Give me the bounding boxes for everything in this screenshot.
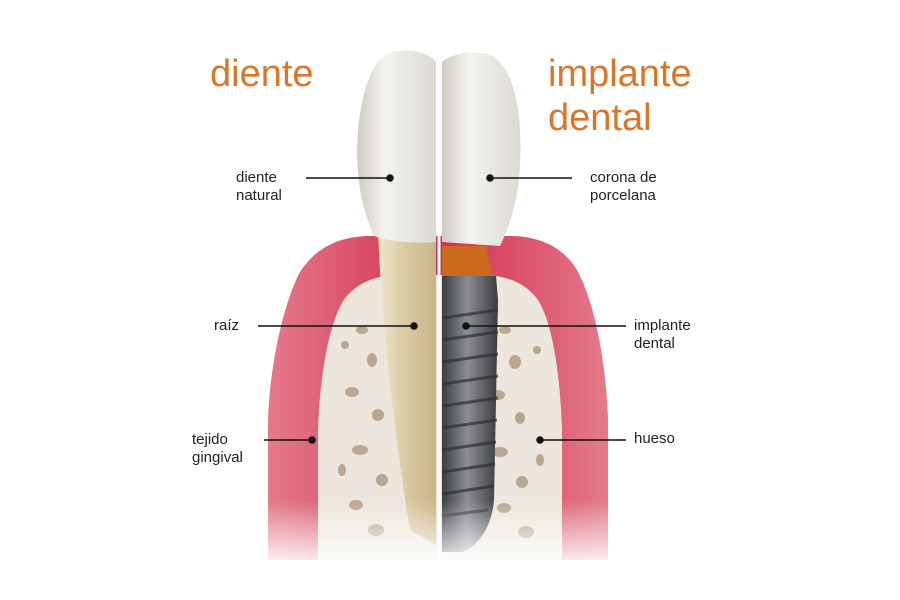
label-dental-implant-line1: implante xyxy=(634,317,691,334)
label-porcelain-crown-line1: corona de xyxy=(590,169,657,186)
title-dental-implant-line1: implante xyxy=(548,53,692,95)
label-natural-tooth-line1: diente xyxy=(236,169,277,186)
title-dental-implant-line2: dental xyxy=(548,97,652,139)
label-porcelain-crown: corona de porcelana xyxy=(590,169,657,205)
natural-root-shape xyxy=(378,228,436,545)
porcelain-crown-shape xyxy=(442,52,521,246)
label-gum-tissue-line1: tejido xyxy=(192,431,228,448)
natural-crown-shape xyxy=(357,50,436,243)
label-dental-implant-line2: dental xyxy=(634,335,675,352)
label-root: raíz xyxy=(214,317,240,334)
label-natural-tooth: diente natural xyxy=(236,169,282,205)
label-natural-tooth-line2: natural xyxy=(236,187,282,204)
label-bone: hueso xyxy=(634,430,675,447)
label-gum-tissue: tejido gingival xyxy=(192,431,243,467)
bottom-fade xyxy=(250,500,630,570)
title-dental-implant: implante dental xyxy=(548,52,748,140)
label-porcelain-crown-line2: porcelana xyxy=(590,187,656,204)
label-dental-implant: implante dental xyxy=(634,317,691,353)
leader-lines xyxy=(258,174,626,444)
implant-screw-shape xyxy=(442,276,498,552)
abutment-shape xyxy=(442,246,492,276)
label-gum-tissue-line2: gingival xyxy=(192,449,243,466)
title-natural-tooth: diente xyxy=(210,53,314,95)
